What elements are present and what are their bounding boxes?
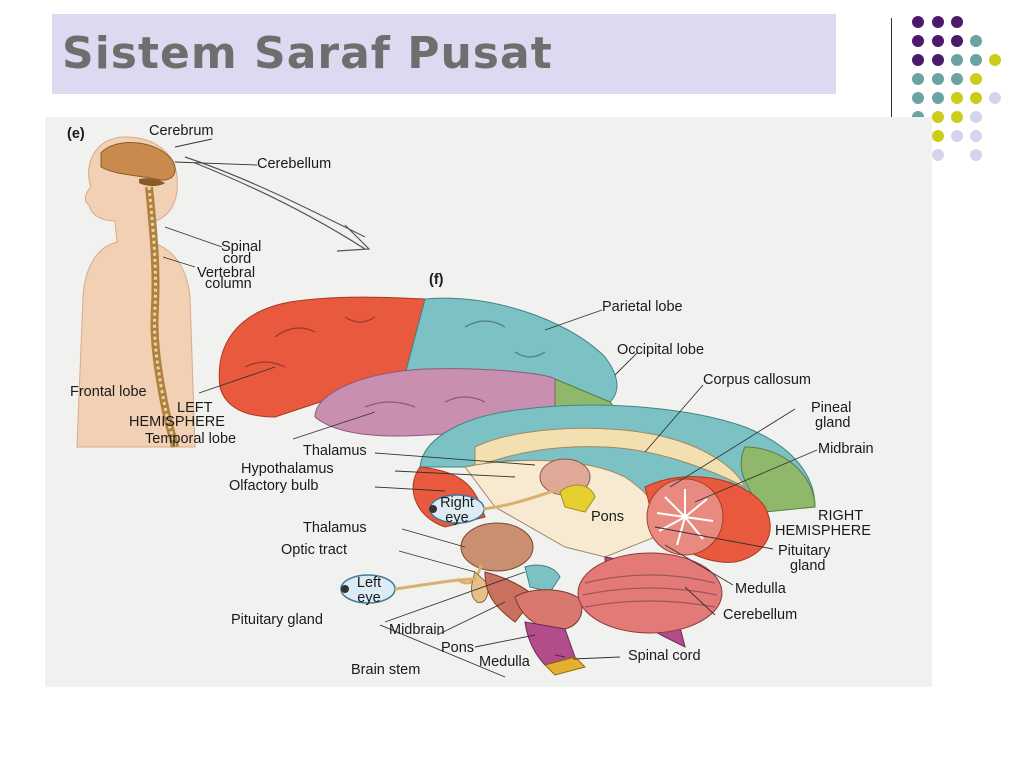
- label-right-hemisphere-2: HEMISPHERE: [775, 523, 871, 539]
- label-left-eye-1: Left: [356, 575, 382, 591]
- label-cerebellum-low: Cerebellum: [723, 607, 798, 623]
- label-right-hemisphere-1: RIGHT: [818, 508, 864, 524]
- label-cerebrum: Cerebrum: [149, 123, 214, 139]
- brain-stem-exploded: [456, 522, 586, 676]
- title-bar: [52, 14, 836, 94]
- decorative-dot-grid: [912, 16, 1001, 161]
- left-eye: [340, 574, 478, 604]
- label-pineal-2: gland: [815, 415, 851, 431]
- leader-lines: [162, 138, 818, 678]
- label-optic-tract: Optic tract: [281, 542, 348, 558]
- label-pituitary-right-1: Pituitary: [778, 543, 831, 559]
- label-left-eye-2: eye: [357, 590, 381, 606]
- label-midbrain-right: Midbrain: [818, 441, 874, 457]
- label-spinal-cord-top-1: Spinal: [221, 239, 262, 255]
- label-thalamus-1: Thalamus: [303, 443, 367, 459]
- right-hemisphere: [412, 404, 816, 648]
- label-left-hemisphere-1: LEFT: [177, 400, 213, 416]
- label-thalamus-2: Thalamus: [303, 520, 367, 536]
- panel-label-e: (e): [67, 126, 85, 142]
- label-pons-low: Pons: [441, 640, 475, 656]
- label-parietal: Parietal lobe: [602, 299, 683, 315]
- brain-diagram: (e) Cerebrum Cerebellum Spinal cord Vert…: [45, 117, 932, 687]
- label-hypothalamus: Hypothalamus: [241, 461, 334, 477]
- label-left-hemisphere-2: HEMISPHERE: [129, 414, 225, 430]
- label-midbrain-low: Midbrain: [389, 622, 445, 638]
- label-medulla-right: Medulla: [735, 581, 786, 597]
- label-pons-mid: Pons: [591, 509, 625, 525]
- label-brain-stem: Brain stem: [351, 662, 421, 678]
- label-pineal-1: Pineal: [811, 400, 852, 416]
- cerebellum-exploded: [577, 552, 723, 634]
- label-pituitary-right-2: gland: [790, 558, 826, 574]
- label-cerebellum-top: Cerebellum: [257, 156, 332, 172]
- label-temporal-lobe: Temporal lobe: [145, 431, 237, 447]
- label-pituitary-gland-left: Pituitary gland: [231, 612, 323, 628]
- label-spinal-cord-low: Spinal cord: [628, 648, 701, 664]
- label-medulla-low: Medulla: [479, 654, 530, 670]
- label-corpus-callosum: Corpus callosum: [703, 372, 811, 388]
- brain-illustration: [76, 136, 818, 678]
- label-frontal-lobe: Frontal lobe: [70, 384, 147, 400]
- label-occipital: Occipital lobe: [617, 342, 705, 358]
- label-spinal-cord-top-2: cord: [223, 251, 252, 267]
- label-olfactory-bulb: Olfactory bulb: [229, 478, 319, 494]
- slide-title: Sistem Saraf Pusat: [62, 28, 553, 79]
- label-right-eye-1: Right: [440, 495, 474, 511]
- label-right-eye-2: eye: [445, 510, 469, 526]
- human-silhouette: [76, 136, 196, 448]
- label-vertebral-1: Vertebral: [197, 265, 256, 281]
- right-eye: [429, 487, 561, 524]
- label-vertebral-2: column: [205, 276, 252, 292]
- divider-line: [891, 18, 892, 118]
- panel-label-f: (f): [429, 272, 444, 288]
